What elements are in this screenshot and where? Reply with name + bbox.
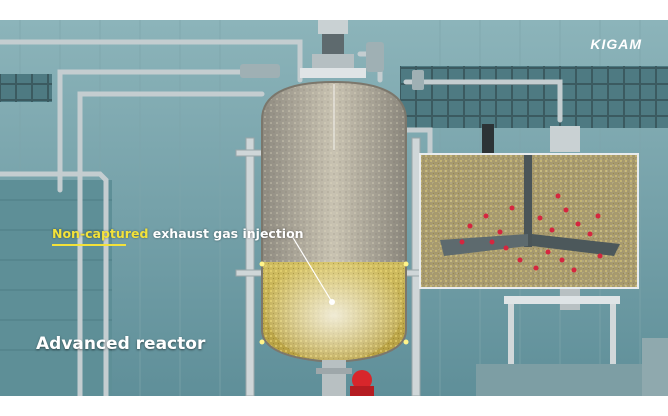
kigam-logo: KIGAM [590,36,642,52]
reactor-tank [261,80,407,364]
right-equipment [476,124,668,396]
reactor-scene [0,20,668,396]
injection-caption: Non-captured exhaust gas injection [52,226,304,241]
callout-line [291,235,335,305]
agitator-motor [300,20,366,78]
video-frame: KIGAM Non-captured exhaust gas injection… [0,20,668,396]
caption-rest: exhaust gas injection [148,226,304,241]
window-grid [400,66,668,128]
reactor-title: Advanced reactor [36,334,206,354]
pipes [0,39,563,396]
caption-highlight: Non-captured [52,226,149,241]
caption-underline [52,244,126,246]
inset-agitator-view [419,153,639,289]
liquid-level-markers [259,261,409,345]
left-panel [0,180,112,396]
bottom-outlet [316,360,374,396]
window-left [0,74,52,102]
